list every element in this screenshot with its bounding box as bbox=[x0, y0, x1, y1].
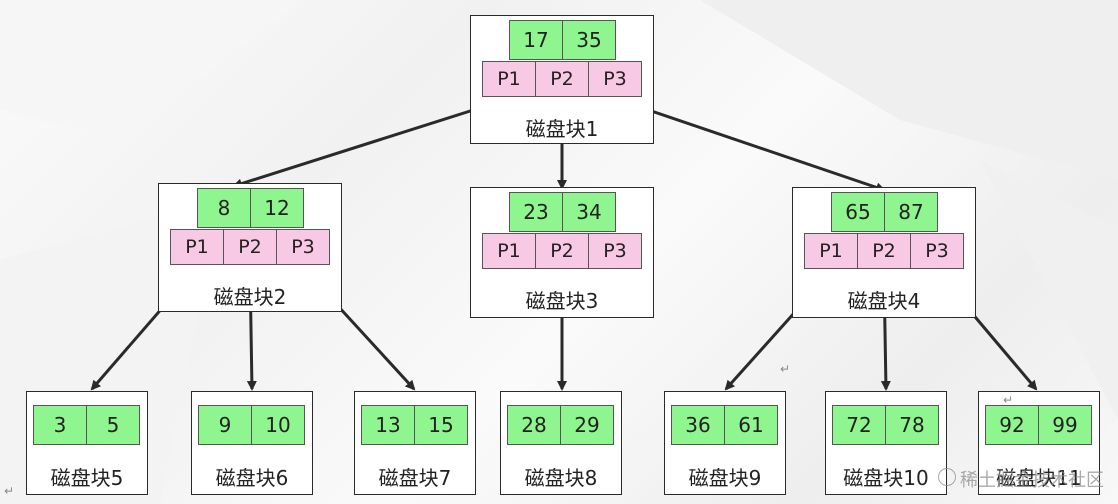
pointer-cell: P2 bbox=[535, 61, 589, 97]
key-cell: 92 bbox=[985, 405, 1039, 445]
key-cell: 34 bbox=[562, 192, 616, 232]
key-cell: 9 bbox=[198, 405, 252, 445]
edge-1-4 bbox=[615, 97, 886, 193]
disk-block-2: 8 12 P1 P2 P3 磁盘块2 bbox=[158, 183, 342, 312]
disk-block-7: 13 15 磁盘块7 bbox=[354, 391, 476, 495]
edge-1-2 bbox=[232, 97, 509, 189]
key-cell: 17 bbox=[509, 20, 563, 60]
disk-block-label: 磁盘块9 bbox=[688, 466, 762, 490]
disk-block-11: 92 99 磁盘块11 bbox=[978, 391, 1100, 495]
key-cell: 15 bbox=[414, 405, 468, 445]
disk-block-6: 9 10 磁盘块6 bbox=[191, 391, 313, 495]
pointer-cell: P3 bbox=[276, 229, 330, 265]
key-cell: 72 bbox=[832, 405, 886, 445]
pointer-cell: P1 bbox=[804, 233, 858, 269]
key-cell: 36 bbox=[671, 405, 725, 445]
pointer-cell: P2 bbox=[223, 229, 277, 265]
disk-block-label: 磁盘块3 bbox=[525, 289, 599, 313]
key-cell: 12 bbox=[250, 188, 304, 228]
disk-block-3: 23 34 P1 P2 P3 磁盘块3 bbox=[470, 187, 654, 318]
disk-block-4: 65 87 P1 P2 P3 磁盘块4 bbox=[792, 187, 976, 318]
disk-block-label: 磁盘块2 bbox=[213, 285, 287, 309]
pointer-cell: P1 bbox=[170, 229, 224, 265]
pointer-cell: P3 bbox=[588, 233, 642, 269]
key-cell: 78 bbox=[885, 405, 939, 445]
disk-block-1: 17 35 P1 P2 P3 磁盘块1 bbox=[470, 15, 654, 144]
disk-block-label: 磁盘块8 bbox=[524, 466, 598, 490]
watermark-logo-icon bbox=[938, 468, 956, 486]
disk-block-label: 磁盘块11 bbox=[996, 466, 1082, 490]
pointer-cell: P1 bbox=[482, 233, 536, 269]
key-cell: 35 bbox=[562, 20, 616, 60]
disk-block-9: 36 61 磁盘块9 bbox=[664, 391, 786, 495]
key-cell: 65 bbox=[831, 192, 885, 232]
key-cell: 8 bbox=[197, 188, 251, 228]
pointer-cell: P2 bbox=[535, 233, 589, 269]
pointer-cell: P1 bbox=[482, 61, 536, 97]
key-cell: 29 bbox=[560, 405, 614, 445]
key-cell: 99 bbox=[1038, 405, 1092, 445]
key-cell: 28 bbox=[507, 405, 561, 445]
disk-block-label: 磁盘块7 bbox=[378, 466, 452, 490]
disk-block-label: 磁盘块5 bbox=[50, 466, 124, 490]
return-mark: ↵ bbox=[780, 362, 791, 376]
key-cell: 5 bbox=[86, 405, 140, 445]
key-cell: 61 bbox=[724, 405, 778, 445]
return-mark: ↵ bbox=[4, 484, 15, 498]
pointer-cell: P2 bbox=[857, 233, 911, 269]
disk-block-label: 磁盘块4 bbox=[847, 289, 921, 313]
key-cell: 13 bbox=[361, 405, 415, 445]
key-cell: 10 bbox=[251, 405, 305, 445]
return-mark: ↵ bbox=[1003, 393, 1014, 407]
key-cell: 87 bbox=[884, 192, 938, 232]
disk-block-label: 磁盘块1 bbox=[525, 117, 599, 141]
disk-block-label: 磁盘块10 bbox=[843, 466, 929, 490]
disk-block-5: 3 5 磁盘块5 bbox=[26, 391, 148, 495]
disk-block-8: 28 29 磁盘块8 bbox=[500, 391, 622, 495]
disk-block-10: 72 78 磁盘块10 bbox=[825, 391, 947, 495]
key-cell: 3 bbox=[33, 405, 87, 445]
disk-block-label: 磁盘块6 bbox=[215, 466, 289, 490]
pointer-cell: P3 bbox=[910, 233, 964, 269]
key-cell: 23 bbox=[509, 192, 563, 232]
pointer-cell: P3 bbox=[588, 61, 642, 97]
watermark-text: 稀土掘金技术社区 bbox=[960, 470, 1104, 491]
